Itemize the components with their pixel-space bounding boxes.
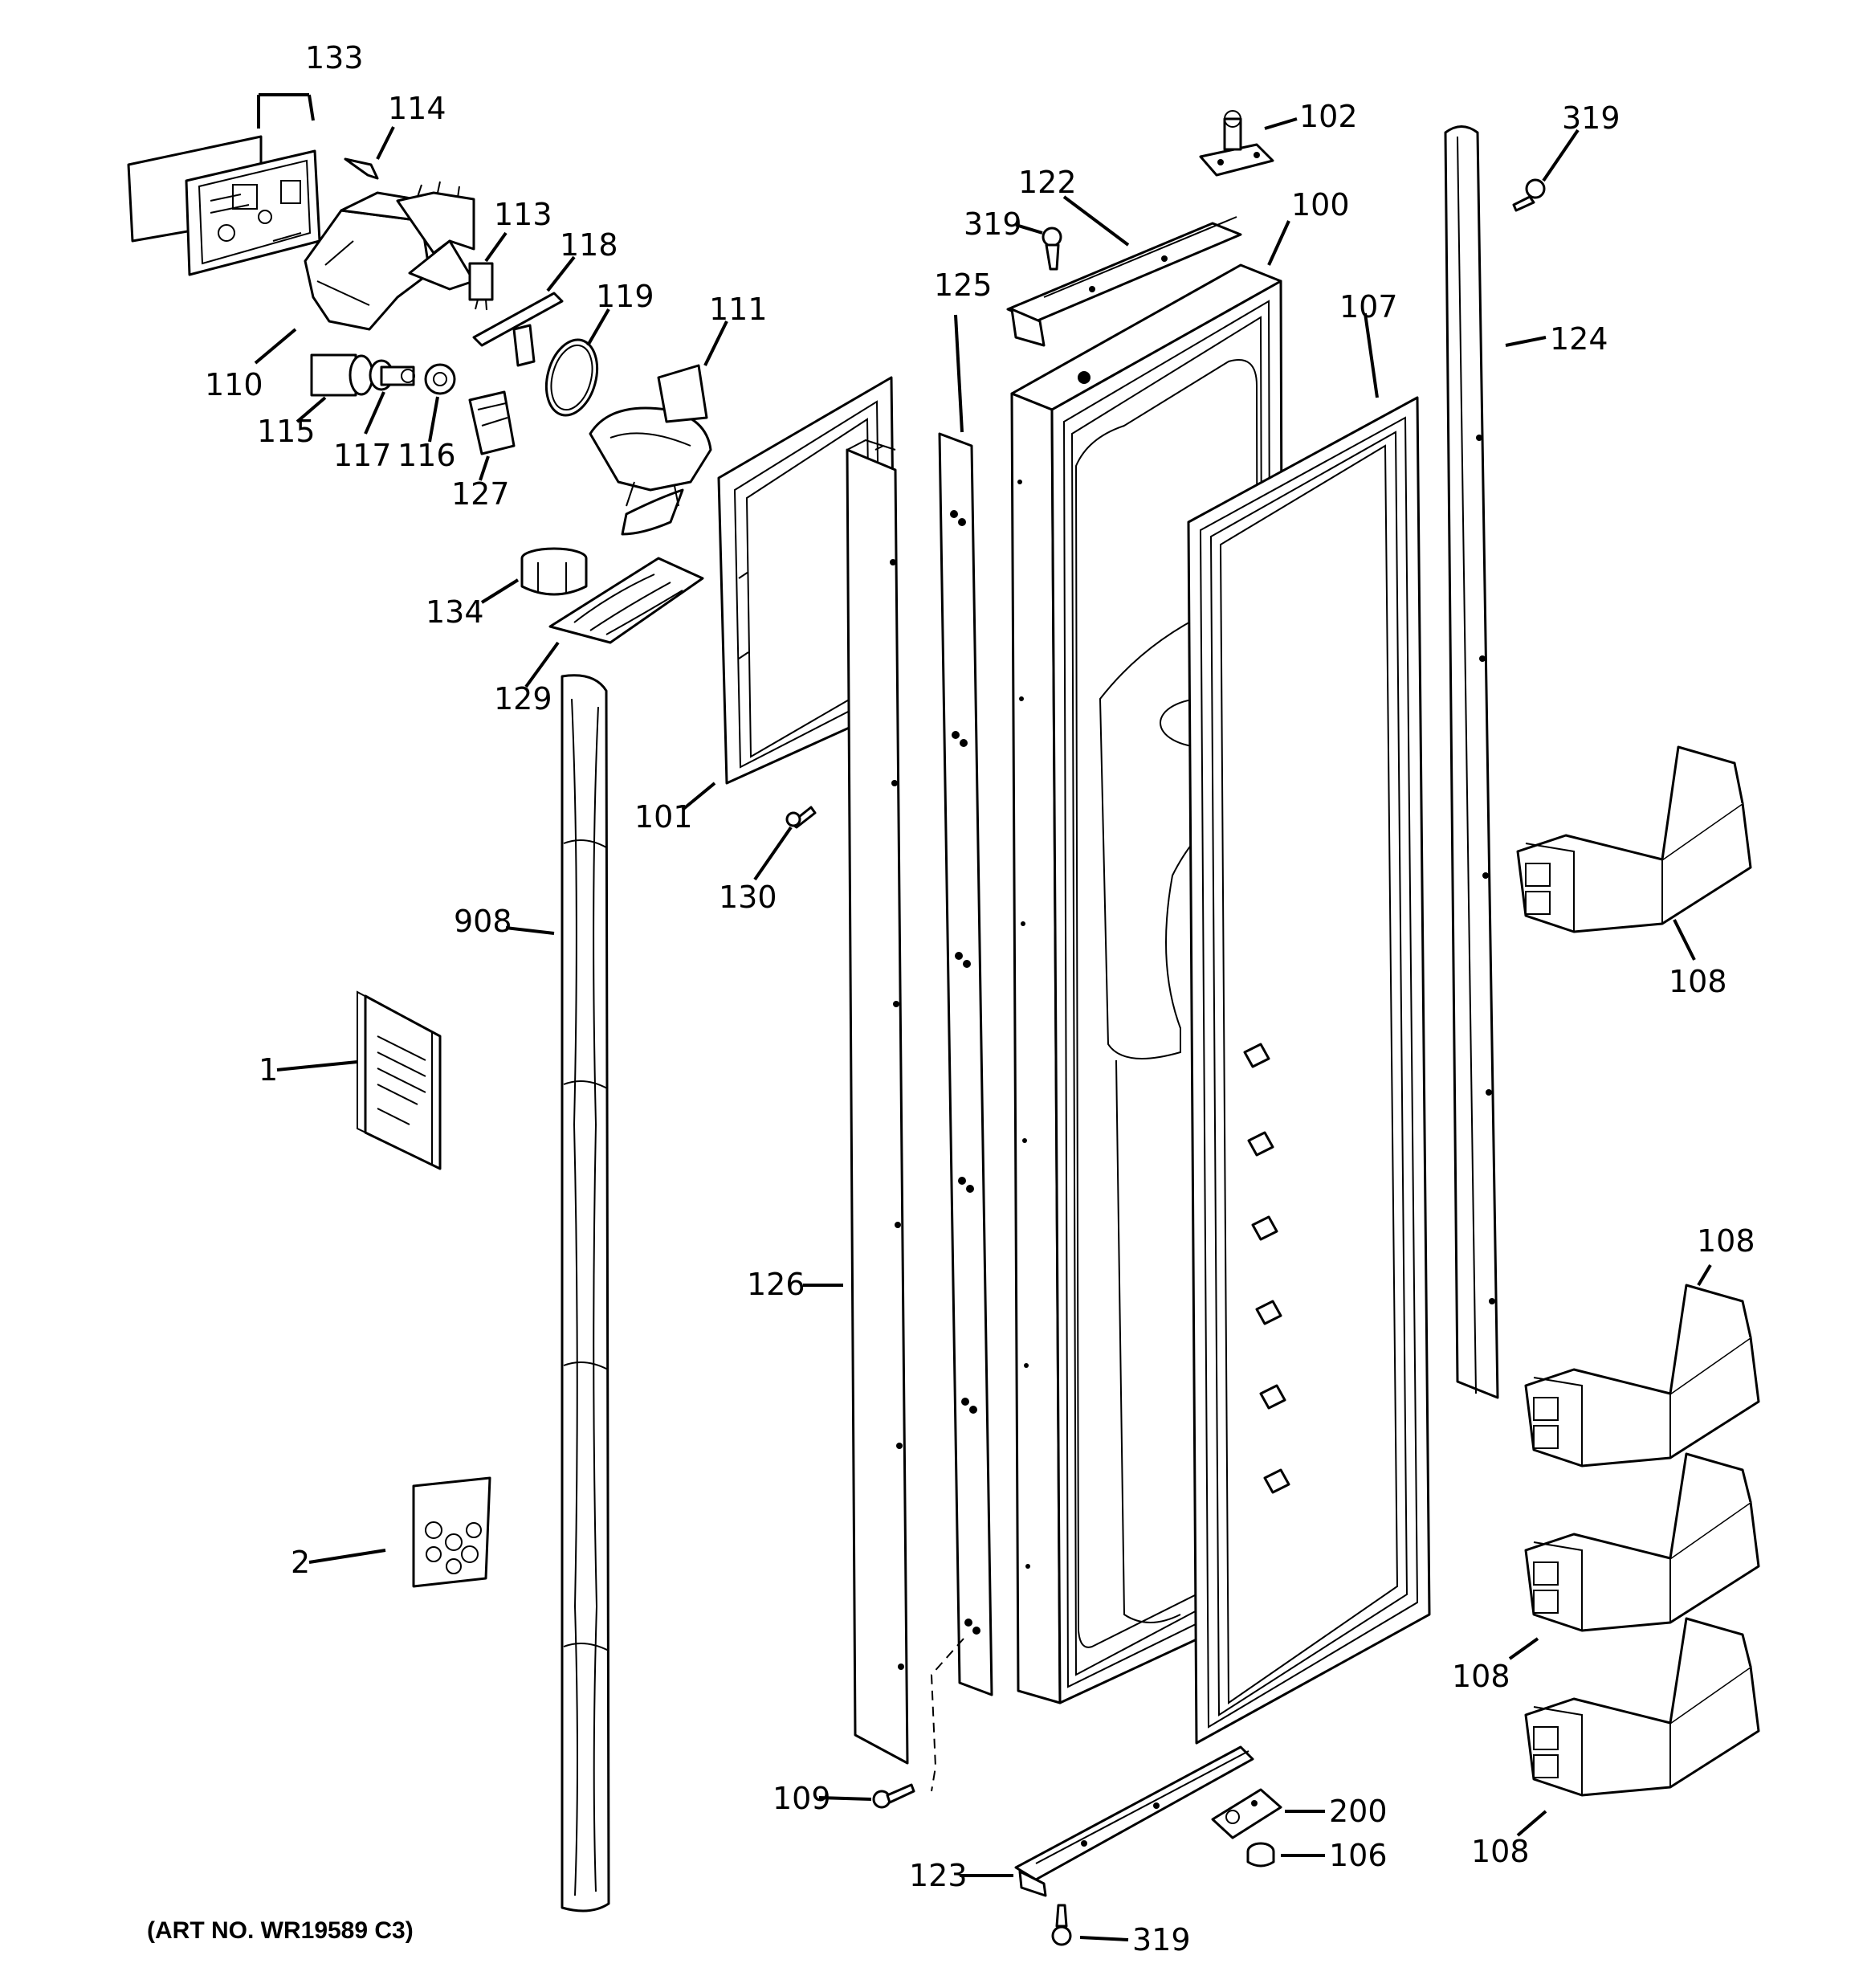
part-label-319-bottom: 319 [1132,1922,1191,1957]
part-119-gasket-ring [544,338,599,417]
part-908-door-gasket [561,674,610,1912]
part-133-dispenser-control-board [127,135,321,276]
part-label-122: 122 [1018,165,1077,200]
part-label-123: 123 [909,1858,968,1893]
part-319-screw-top [1042,227,1062,271]
part-125-hinge-strip [938,432,993,1696]
part-label-134: 134 [426,594,484,630]
part-label-200: 200 [1329,1794,1388,1829]
part-130-screw [785,806,817,829]
part-319-screw-right [1512,178,1546,212]
part-label-111: 111 [709,292,768,327]
part-label-108-c: 108 [1452,1659,1510,1694]
part-114-clip [344,157,379,180]
part-116-nozzle [424,363,456,395]
part-label-133: 133 [305,40,364,76]
part-label-319-right: 319 [1562,100,1620,136]
part-122-top-hinge-bracket [1006,216,1242,347]
part-label-101: 101 [634,799,693,835]
part-label-319-top: 319 [964,206,1022,242]
part-113-switch [468,262,494,311]
part-label-130: 130 [719,880,777,915]
part-label-114: 114 [388,91,446,126]
part-label-125: 125 [934,267,993,303]
part-label-100: 100 [1291,187,1350,222]
part-134-cup [520,547,588,596]
part-label-107: 107 [1339,289,1398,325]
part-102-hinge-pin [1199,110,1274,177]
part-label-126: 126 [747,1267,805,1302]
part-111-funnel [589,364,712,536]
part-108-door-bin-4 [1524,1617,1760,1797]
part-123-bottom-hinge-bracket [1014,1745,1254,1897]
part-319-screw-bottom [1051,1904,1072,1946]
part-124-door-trim-long [1444,125,1499,1399]
part-115-solenoid [310,353,374,397]
part-118-lever [472,292,564,367]
part-107-door-gasket-frame [1187,396,1431,1745]
part-label-106: 106 [1329,1838,1388,1873]
part-label-110: 110 [205,367,263,402]
part-label-116: 116 [397,438,456,473]
part-label-108-b: 108 [1697,1223,1755,1259]
part-label-908: 908 [454,904,512,939]
part-1-literature [357,990,442,1170]
part-label-119: 119 [596,279,654,314]
part-126-door-trim [846,439,909,1765]
part-200-hinge-plate [1211,1788,1282,1839]
part-label-118: 118 [560,227,618,263]
part-106-bushing [1246,1842,1275,1868]
part-127-bracket [468,390,516,455]
part-108-door-bin-3 [1524,1452,1760,1632]
part-label-108-a: 108 [1669,964,1727,999]
part-117-actuator [369,359,415,391]
part-label-113: 113 [494,197,552,232]
part-label-124: 124 [1550,321,1608,357]
part-label-127: 127 [451,476,510,512]
part-2-hardware-bag [412,1476,491,1588]
part-108-door-bin-2 [1524,1284,1760,1468]
part-label-2: 2 [291,1545,310,1580]
part-label-102: 102 [1299,99,1358,134]
part-129-drip-tray [548,557,704,644]
part-108-door-bin-1 [1516,745,1752,933]
part-label-1: 1 [259,1052,278,1088]
part-109-screw [872,1783,915,1809]
part-label-109: 109 [773,1781,831,1816]
part-label-115: 115 [257,414,316,449]
part-label-129: 129 [494,681,552,716]
part-label-108-d: 108 [1471,1834,1530,1869]
part-label-117: 117 [333,438,392,473]
art-number: (ART NO. WR19589 C3) [147,1917,414,1944]
part-110-dispenser-housing [304,181,475,331]
